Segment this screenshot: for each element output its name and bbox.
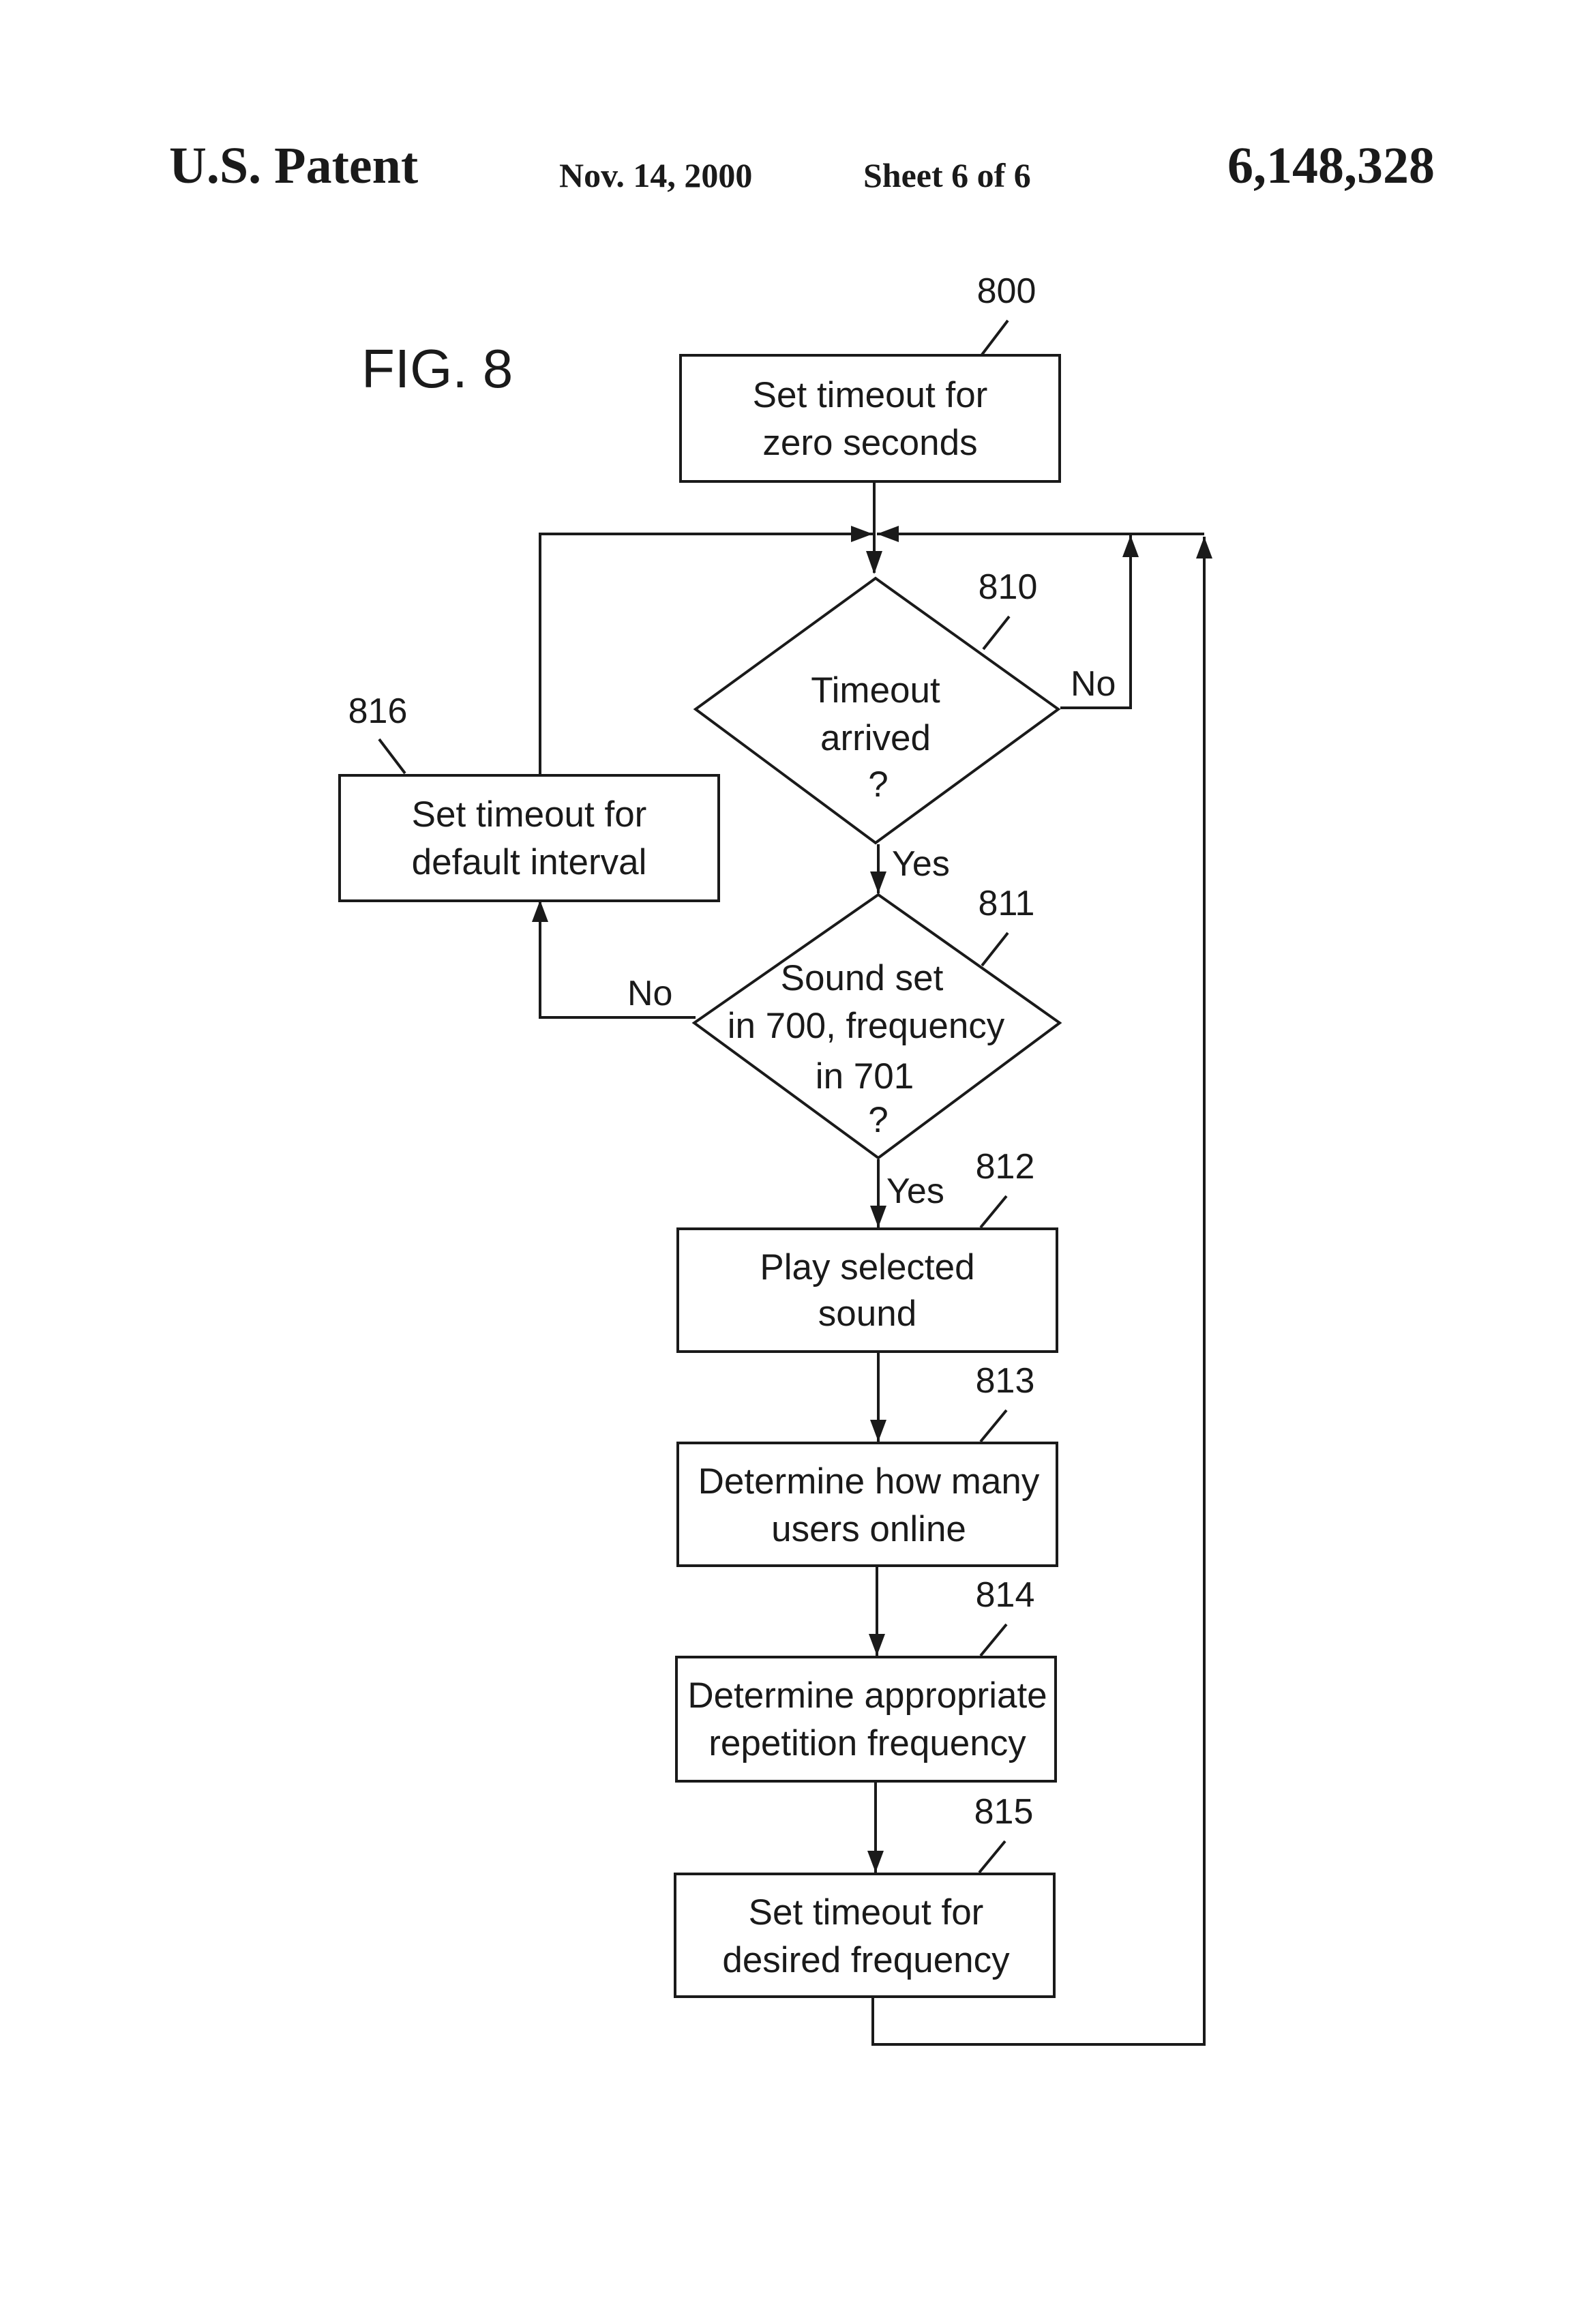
arrowhead-813-in	[870, 1420, 886, 1442]
node-811-ref: 811	[979, 884, 1035, 923]
node-800: Set timeout for zero seconds 800	[681, 271, 1060, 481]
node-816-leader	[379, 739, 405, 773]
node-800-ref: 800	[977, 271, 1036, 311]
node-816: Set timeout for default interval 816	[340, 691, 719, 901]
node-811-line-2: in 700, frequency	[728, 1006, 1005, 1046]
node-815-line-2: desired frequency	[722, 1940, 1010, 1980]
node-811-line-1: Sound set	[781, 958, 944, 998]
node-800-leader	[982, 321, 1008, 355]
node-812-line-2: sound	[818, 1294, 916, 1334]
node-812-line-1: Play selected	[760, 1247, 974, 1287]
node-810-leader	[983, 616, 1009, 649]
node-815-leader	[979, 1841, 1005, 1873]
node-800-line-1: Set timeout for	[753, 375, 988, 415]
node-813-line-1: Determine how many	[698, 1461, 1040, 1502]
node-812: Play selected sound 812	[678, 1147, 1057, 1352]
node-815-ref: 815	[974, 1792, 1034, 1832]
node-811-leader	[982, 933, 1008, 966]
node-810-line-1: Timeout	[811, 670, 940, 711]
node-813-line-2: users online	[771, 1509, 966, 1549]
node-800-line-2: zero seconds	[762, 423, 977, 463]
node-814-ref: 814	[976, 1575, 1035, 1615]
node-813: Determine how many users online 813	[678, 1361, 1057, 1566]
arrowhead-814-in	[869, 1634, 885, 1656]
arrowhead-810-in	[866, 551, 882, 574]
node-814: Determine appropriate repetition frequen…	[676, 1575, 1056, 1781]
node-810: Timeout arrived ? 810	[696, 567, 1058, 843]
node-816-ref: 816	[348, 691, 408, 731]
node-816-line-1: Set timeout for	[412, 794, 647, 835]
node-812-ref: 812	[976, 1147, 1035, 1187]
figure-label: FIG. 8	[361, 338, 513, 399]
arrowhead-return	[877, 526, 899, 542]
node-813-ref: 813	[976, 1361, 1035, 1401]
node-810-line-2: arrived	[820, 718, 931, 758]
node-810-ref: 810	[979, 567, 1038, 607]
edge-810-no-label: No	[1071, 664, 1116, 704]
node-813-leader	[981, 1410, 1006, 1442]
node-814-leader	[981, 1624, 1006, 1656]
node-815-line-1: Set timeout for	[749, 1892, 984, 1933]
edge-811-yes-label: Yes	[886, 1172, 944, 1211]
arrowhead-816-loop	[851, 526, 873, 542]
node-812-leader	[981, 1196, 1006, 1227]
arrowhead-811-no	[532, 900, 548, 922]
arrowhead-810-no	[1122, 535, 1139, 557]
arrowhead-810-yes	[870, 872, 886, 893]
node-814-line-1: Determine appropriate	[687, 1675, 1047, 1716]
node-811-line-4: ?	[868, 1100, 888, 1140]
node-816-line-2: default interval	[412, 842, 647, 882]
edge-810-yes-label: Yes	[892, 844, 950, 884]
arrowhead-815-return	[1196, 537, 1212, 558]
node-811: Sound set in 700, frequency in 701 ? 811	[694, 884, 1060, 1158]
node-811-line-3: in 701	[816, 1056, 914, 1097]
arrowhead-811-yes	[870, 1206, 886, 1227]
node-815: Set timeout for desired frequency 815	[675, 1792, 1054, 1997]
node-810-line-3: ?	[868, 764, 888, 805]
arrowhead-815-in	[867, 1851, 884, 1873]
edge-811-no-label: No	[627, 974, 672, 1013]
node-814-line-2: repetition frequency	[708, 1723, 1026, 1763]
